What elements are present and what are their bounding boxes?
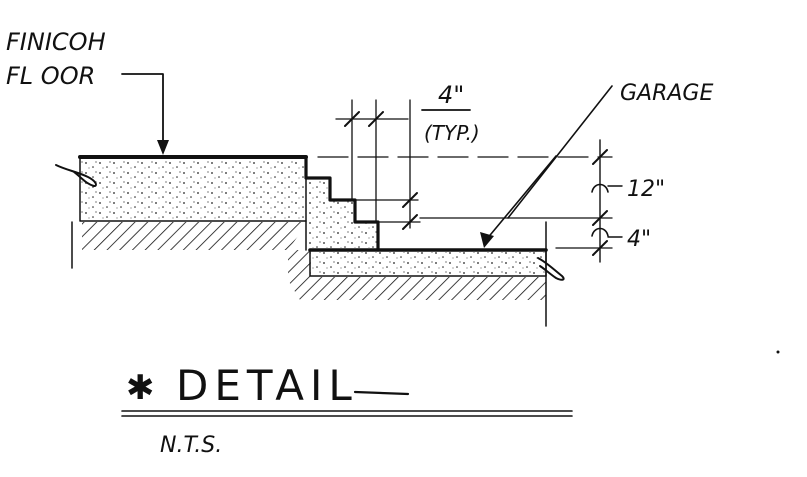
lower-vertical-dimension-label: 4" xyxy=(627,227,651,252)
detail-title: DETAIL xyxy=(176,361,358,410)
step-width-dimension xyxy=(335,99,409,223)
step-dimension-note: (TYP.) xyxy=(424,121,480,145)
step-curb xyxy=(304,155,380,252)
break-symbol-left xyxy=(55,164,97,187)
house-floor-slab xyxy=(78,155,308,222)
finish-floor-label-line1: FINICOH xyxy=(6,28,106,56)
title-tail-stroke xyxy=(353,390,410,396)
asterisk-icon: ✱ xyxy=(126,368,155,408)
garage-leader xyxy=(480,85,613,248)
finish-floor-label-line2: FL OOR xyxy=(6,62,95,90)
earth-upper xyxy=(71,221,308,269)
upper-vertical-dimension-label: 12" xyxy=(627,177,665,202)
finish-floor-leader xyxy=(121,73,169,155)
break-symbol-right xyxy=(537,257,565,281)
vertical-dimensions xyxy=(317,139,623,263)
stray-mark xyxy=(776,350,780,354)
scale-note: N.T.S. xyxy=(160,433,222,458)
garage-label: GARAGE xyxy=(620,81,713,106)
step-dimension-label: 4" xyxy=(438,81,464,109)
earth-lower xyxy=(288,221,547,327)
title-block: ✱ DETAIL N.T.S. xyxy=(121,361,573,458)
garage-slab xyxy=(308,248,548,277)
riser-dimension xyxy=(329,99,421,230)
